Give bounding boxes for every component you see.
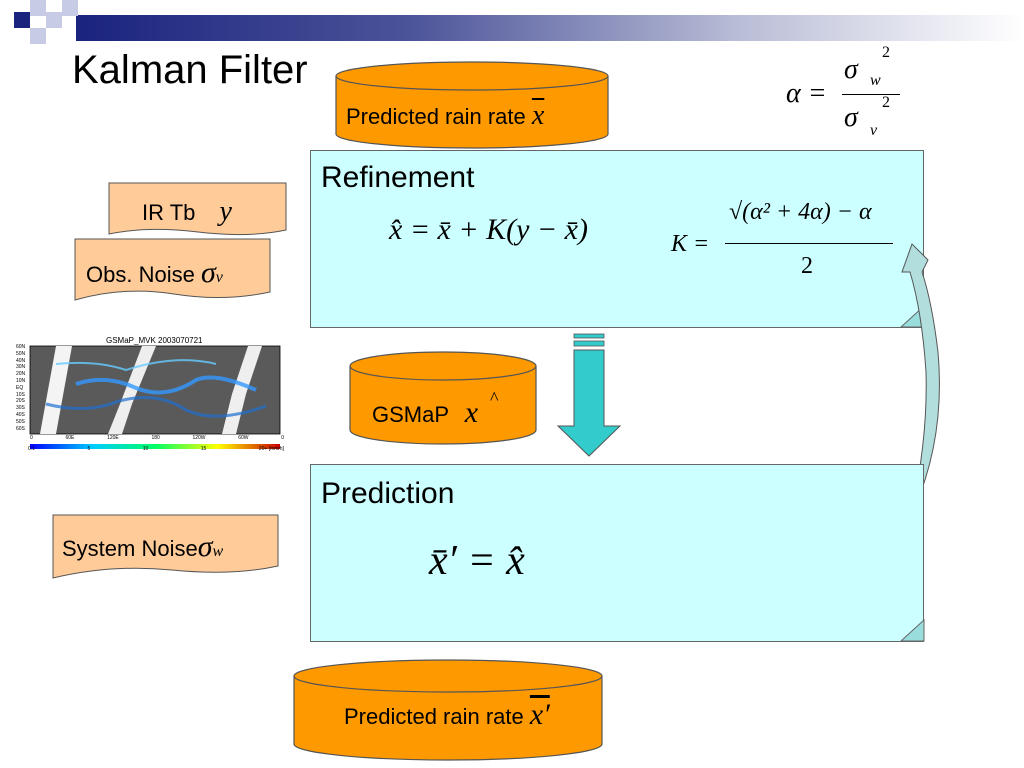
ir-tb-note: IR Tb y bbox=[142, 196, 232, 227]
ir-tb-note-shape bbox=[108, 182, 287, 236]
refinement-equation: x̂ = x̄ + K(y − x̄) bbox=[389, 213, 588, 246]
refinement-title: Refinement bbox=[321, 161, 475, 194]
corner-square-light bbox=[46, 12, 62, 28]
predicted-rain-cylinder-bottom bbox=[293, 659, 603, 761]
slide-title: Kalman Filter bbox=[72, 48, 308, 92]
down-arrow-icon bbox=[556, 333, 622, 457]
panel-fold-corner bbox=[900, 619, 925, 642]
corner-square-dark bbox=[14, 12, 30, 28]
predicted-rain-cylinder-top bbox=[335, 61, 609, 149]
gsmap-label: GSMaP x bbox=[372, 396, 479, 429]
system-noise-note-shape bbox=[52, 514, 279, 579]
predicted-rain-label-top: Predicted rain rate x bbox=[346, 100, 545, 131]
header-gradient-bar bbox=[76, 15, 1024, 41]
fraction-bar bbox=[842, 94, 900, 95]
corner-square-light bbox=[62, 0, 78, 16]
refinement-panel: Refinement x̂ = x̄ + K(y − x̄) K = √(α² … bbox=[310, 150, 924, 328]
prediction-title: Prediction bbox=[321, 477, 455, 510]
prediction-equation: x̄′ = x̂ bbox=[429, 538, 525, 584]
corner-square-light bbox=[30, 28, 46, 44]
curved-feedback-arrow-icon bbox=[901, 243, 940, 519]
gsmap-cylinder bbox=[349, 351, 537, 445]
gsmap-hat-mark: ^ bbox=[490, 388, 499, 408]
kalman-gain-formula: K = √(α² + 4α) − α 2 bbox=[671, 199, 911, 289]
gain-fraction-bar bbox=[725, 243, 893, 244]
corner-square-light bbox=[30, 0, 46, 16]
map-title: GSMaP_MVK 2003070721 bbox=[106, 336, 203, 345]
obs-noise-note: Obs. Noise σv bbox=[86, 256, 223, 289]
prediction-panel: Prediction x̄′ = x̂ bbox=[310, 464, 924, 642]
alpha-formula: α = σ w 2 σ v 2 bbox=[780, 44, 910, 144]
system-noise-note: System Noiseσw bbox=[62, 530, 224, 563]
obs-noise-note-shape bbox=[74, 238, 271, 301]
predicted-rain-label-bottom: Predicted rain rate x′ bbox=[344, 698, 550, 731]
